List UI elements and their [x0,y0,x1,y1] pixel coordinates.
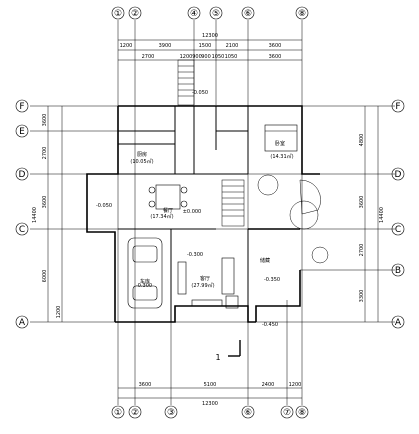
svg-text:⑥: ⑥ [244,408,252,418]
svg-text:(17.34㎡): (17.34㎡) [150,213,173,220]
svg-text:-0.050: -0.050 [96,203,112,209]
svg-text:D: D [395,170,402,180]
axis-labels-top: ① ② ④ ⑤ ⑥ ⑧ [114,9,306,19]
axis-labels-right: F D C B A [395,102,402,328]
svg-text:2100: 2100 [226,43,239,49]
staircase [177,59,329,264]
svg-text:-0.300: -0.300 [187,252,203,258]
svg-text:(14.31㎡): (14.31㎡) [270,153,293,160]
svg-text:-0.300: -0.300 [136,283,152,289]
svg-text:1050: 1050 [212,54,225,60]
sofa-icon [177,257,239,309]
svg-text:(27.99㎡): (27.99㎡) [191,282,214,289]
axis-bubbles-left [15,99,29,329]
svg-text:⑧: ⑧ [298,408,306,418]
svg-text:④: ④ [190,9,198,19]
dims-top: 12300 1200 3900 1500 2100 3600 2700 1200… [120,33,282,60]
svg-text:2700: 2700 [142,54,155,60]
svg-text:3600: 3600 [359,196,365,209]
exterior-walls [86,105,320,323]
svg-text:C: C [395,225,401,235]
svg-text:B: B [395,266,401,276]
svg-text:1: 1 [215,353,220,362]
dining-table-icon [148,184,188,210]
svg-text:2400: 2400 [262,382,275,388]
svg-text:14400: 14400 [379,207,385,223]
svg-text:②: ② [131,408,139,418]
bed-icon [264,124,298,152]
svg-text:⑦: ⑦ [283,408,291,418]
svg-text:1200: 1200 [120,43,133,49]
svg-text:3900: 3900 [159,43,172,49]
svg-text:2700: 2700 [359,244,365,257]
svg-text:12300: 12300 [202,33,218,39]
dims-right: 4800 3600 2700 3300 14400 [359,134,385,303]
svg-text:1200: 1200 [289,382,302,388]
axis-labels-bottom: ① ② ③ ⑥ ⑦ ⑧ [114,408,306,418]
svg-text:5100: 5100 [204,382,217,388]
svg-text:厨房: 厨房 [137,151,147,158]
svg-text:3600: 3600 [269,43,282,49]
interior-walls [118,106,249,322]
svg-text:储藏: 储藏 [260,257,270,264]
svg-text:6000: 6000 [42,270,48,283]
svg-text:车库: 车库 [140,278,150,285]
svg-text:A: A [395,318,402,328]
svg-text:⑥: ⑥ [244,9,252,19]
svg-text:2700: 2700 [42,147,48,160]
svg-text:4800: 4800 [359,134,365,147]
garage-car-icon [127,237,163,309]
svg-text:F: F [19,102,24,112]
svg-text:1200: 1200 [180,54,193,60]
svg-text:餐厅: 餐厅 [163,207,173,214]
svg-text:⑧: ⑧ [298,9,306,19]
axis-bubbles-top [111,6,309,20]
svg-text:②: ② [131,9,139,19]
svg-text:3600: 3600 [139,382,152,388]
dimension-lines [47,39,379,399]
svg-text:-0.050: -0.050 [192,90,208,96]
room-labels: 厨房 (10.05㎡) 餐厅 (17.34㎡) 卧室 (14.31㎡) 客厅 (… [130,140,293,289]
svg-text:3600: 3600 [269,54,282,60]
svg-text:3300: 3300 [359,290,365,303]
svg-text:±0.000: ±0.000 [183,209,202,215]
svg-text:14400: 14400 [32,207,38,223]
svg-text:A: A [19,318,26,328]
section-mark: 1 [215,340,241,362]
svg-text:⑤: ⑤ [212,9,220,19]
svg-text:900: 900 [201,54,211,60]
svg-text:①: ① [114,9,122,19]
dims-left: 3600 2700 3600 6000 1200 14400 [32,114,62,319]
svg-text:1050: 1050 [225,54,238,60]
svg-text:D: D [19,170,26,180]
dims-bottom: 3600 5100 2400 1200 12300 [139,382,302,407]
svg-text:900: 900 [192,54,202,60]
level-markers: ±0.000 -0.050 -0.300 -0.300 -0.350 -0.45… [96,90,280,328]
svg-text:客厅: 客厅 [200,275,210,282]
svg-text:E: E [19,127,25,137]
svg-text:1200: 1200 [56,306,62,319]
svg-text:F: F [395,102,400,112]
svg-text:3600: 3600 [42,114,48,127]
svg-text:③: ③ [167,408,175,418]
svg-text:12300: 12300 [202,401,218,407]
svg-text:1500: 1500 [199,43,212,49]
axis-bubbles-bottom [111,405,309,419]
svg-text:3600: 3600 [42,196,48,209]
svg-text:(10.05㎡): (10.05㎡) [130,158,153,165]
svg-text:-0.450: -0.450 [262,322,278,328]
svg-text:C: C [19,225,25,235]
svg-text:-0.350: -0.350 [264,277,280,283]
svg-text:卧室: 卧室 [275,140,285,147]
axis-bubbles-right [391,99,405,329]
axis-labels-left: F E D C A [19,102,26,328]
svg-text:①: ① [114,408,122,418]
axis-grid [30,20,395,405]
